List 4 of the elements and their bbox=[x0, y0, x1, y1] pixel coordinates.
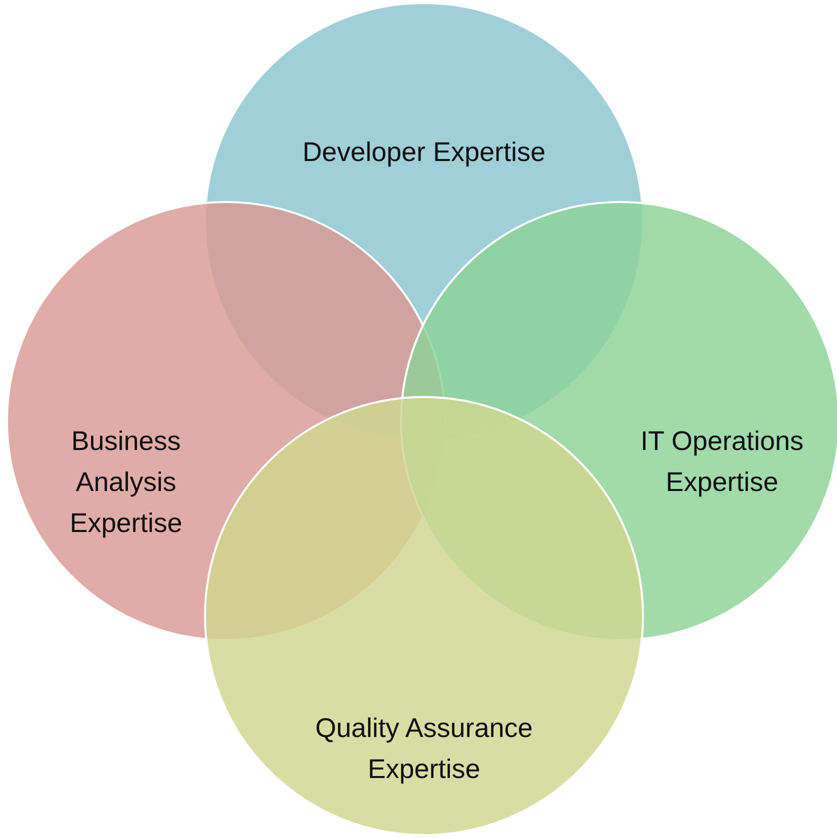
circle-label: Developer Expertise bbox=[301, 136, 547, 169]
circle-label: Quality Assurance Expertise bbox=[314, 712, 534, 786]
circle-label: IT Operations Expertise bbox=[639, 425, 805, 499]
circle-label: Business Analysis Expertise bbox=[68, 425, 184, 540]
